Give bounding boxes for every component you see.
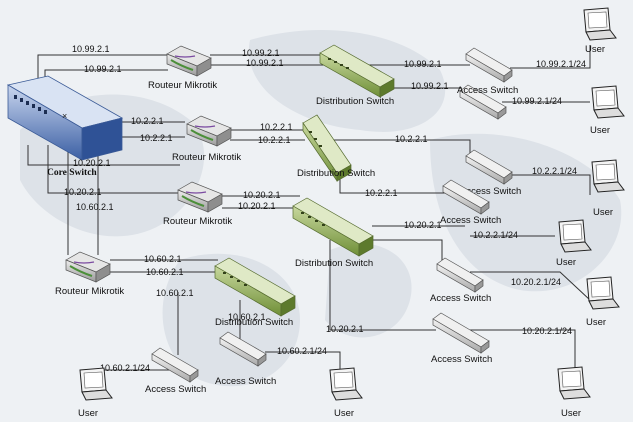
ip-label: 10.2.2.1/24 [532, 166, 577, 176]
user-label: User [556, 257, 576, 268]
distribution-switch-3 [292, 197, 374, 257]
distribution-switch-2 [302, 114, 352, 183]
user-laptop-5 [586, 276, 620, 310]
user-laptop-7 [329, 367, 363, 401]
ip-label: 10.20.2.1/24 [511, 277, 561, 287]
core-switch: × Core Switch [6, 75, 124, 178]
router-1 [166, 45, 212, 77]
user-label: User [78, 408, 98, 419]
ip-label: 10.20.2.1/24 [522, 326, 572, 336]
ip-label: 10.2.2.1 [258, 135, 291, 145]
ip-label: 10.99.2.1/24 [512, 96, 562, 106]
access-switch-6-label: Access Switch [431, 354, 492, 365]
ip-label: 10.60.2.1 [76, 202, 114, 212]
user-laptop-1 [583, 7, 617, 41]
svg-text:×: × [62, 111, 67, 121]
user-label: User [593, 207, 613, 218]
ip-label: 10.2.2.1 [365, 188, 398, 198]
ip-label: 10.99.2.1 [411, 81, 449, 91]
user-label: User [590, 125, 610, 136]
ip-label: 10.20.2.1 [404, 220, 442, 230]
access-switch-8-label: Access Switch [145, 384, 206, 395]
ip-label: 10.2.2.1/24 [473, 230, 518, 240]
router-3-label: Routeur Mikrotik [163, 216, 232, 227]
router-2 [186, 115, 232, 147]
access-switch-7 [219, 331, 267, 367]
user-label: User [586, 317, 606, 328]
distribution-switch-3-label: Distribution Switch [295, 258, 373, 269]
ip-label: 10.60.2.1 [144, 254, 182, 264]
access-switch-5-label: Access Switch [430, 293, 491, 304]
ip-label: 10.60.2.1 [156, 288, 194, 298]
ip-label: 10.20.2.1 [238, 201, 276, 211]
ip-label: 10.99.2.1 [84, 64, 122, 74]
core-switch-label: Core Switch [47, 168, 97, 178]
ip-label: 10.2.2.1 [131, 116, 164, 126]
distribution-switch-2-label: Distribution Switch [297, 168, 375, 179]
ip-label: 10.20.2.1 [73, 158, 111, 168]
access-switch-3-label: Access Switch [460, 186, 521, 197]
ip-label: 10.20.2.1 [64, 187, 102, 197]
distribution-switch-4 [214, 257, 296, 317]
user-label: User [585, 44, 605, 55]
user-laptop-6 [557, 366, 591, 400]
access-switch-4 [442, 179, 490, 215]
user-laptop-4 [558, 219, 592, 253]
access-switch-2 [459, 84, 507, 120]
ip-label: 10.2.2.1 [140, 133, 173, 143]
ip-label: 10.60.2.1 [228, 312, 266, 322]
user-label: User [561, 408, 581, 419]
ip-label: 10.2.2.1 [260, 122, 293, 132]
distribution-switch-1 [319, 44, 395, 98]
router-3 [177, 181, 223, 213]
ip-label: 10.20.2.1 [326, 324, 364, 334]
router-1-label: Routeur Mikrotik [148, 80, 217, 91]
access-switch-3 [465, 149, 513, 185]
access-switch-8 [151, 347, 199, 383]
router-4-label: Routeur Mikrotik [55, 286, 124, 297]
links [27, 45, 591, 375]
access-switch-4-label: Access Switch [440, 215, 501, 226]
ip-label: 10.60.2.1/24 [100, 363, 150, 373]
ip-label: 10.99.2.1 [246, 58, 284, 68]
distribution-switch-4-label: Distribution Switch [215, 317, 293, 328]
access-switch-2-label: Access Switch [457, 85, 518, 96]
access-switch-7-label: Access Switch [215, 376, 276, 387]
ip-label: 10.99.2.1 [242, 48, 280, 58]
ip-label: 10.60.2.1/24 [277, 346, 327, 356]
user-laptop-2 [591, 85, 625, 119]
router-2-label: Routeur Mikrotik [172, 152, 241, 163]
user-label: User [334, 408, 354, 419]
distribution-switch-1-label: Distribution Switch [316, 96, 394, 107]
ip-label: 10.2.2.1 [395, 134, 428, 144]
access-switch-1 [465, 47, 513, 83]
ip-label: 10.60.2.1 [146, 267, 184, 277]
ip-label: 10.20.2.1 [243, 190, 281, 200]
router-4 [65, 251, 111, 283]
user-laptop-3 [591, 159, 625, 193]
ip-label: 10.99.2.1/24 [536, 59, 586, 69]
access-switch-5 [436, 257, 484, 293]
ip-label: 10.99.2.1 [72, 44, 110, 54]
user-laptop-8 [79, 367, 113, 401]
ip-label: 10.99.2.1 [404, 59, 442, 69]
access-switch-6 [432, 312, 490, 354]
